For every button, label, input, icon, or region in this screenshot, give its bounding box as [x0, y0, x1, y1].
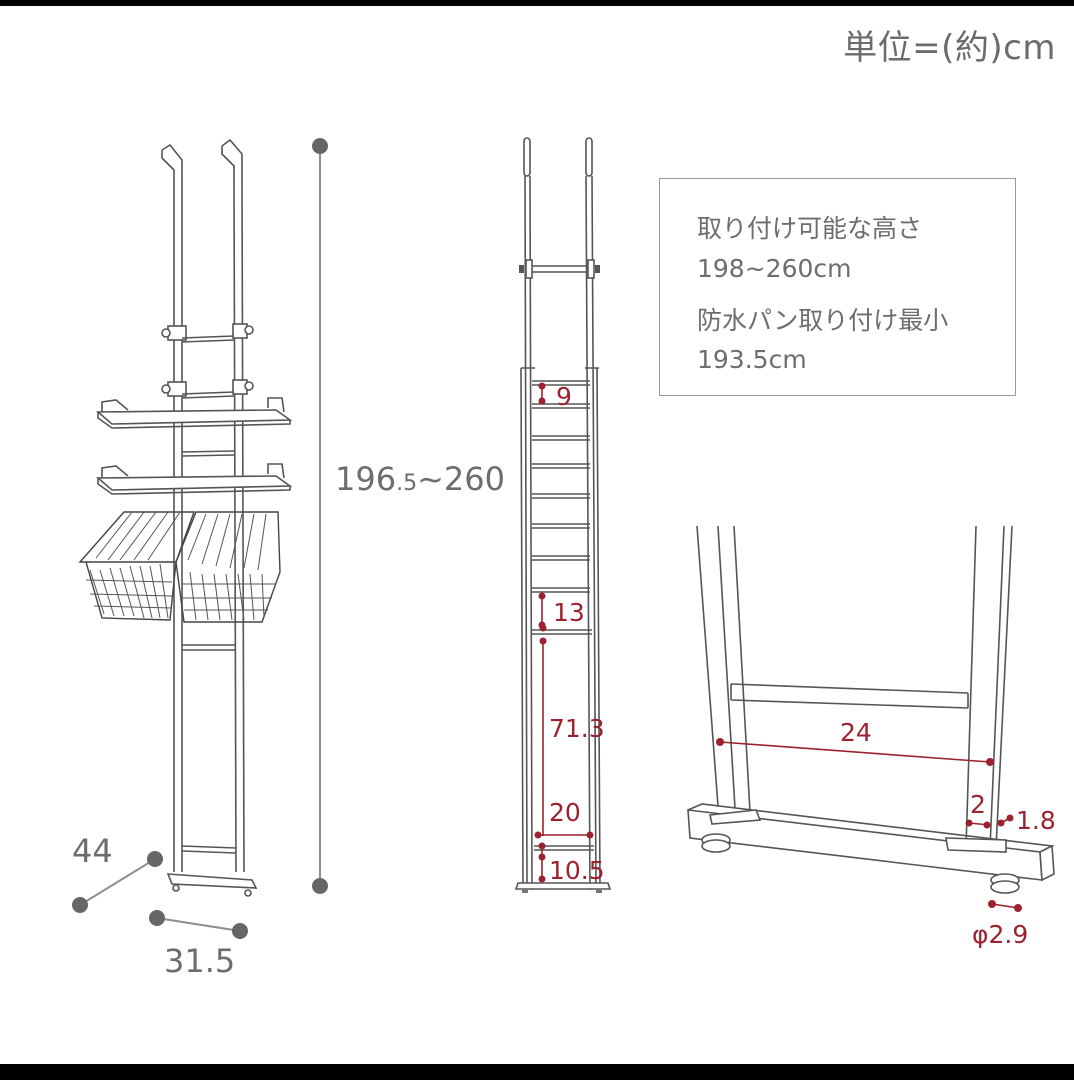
depth-label: 44 [72, 832, 113, 870]
note-installable-height-label: 取り付け可能な高さ [697, 214, 923, 243]
inner-width-label: 24 [840, 718, 872, 747]
note-waterproof-pan-label: 防水パン取り付け最小 [697, 306, 949, 335]
foot-diameter-label: φ2.9 [972, 920, 1029, 949]
pole-width-label: 2 [970, 790, 986, 819]
base-detail-illustration [687, 525, 1055, 912]
diagram-canvas: 単位=(約)cm .la{fill:none;stroke:#555;strok… [0, 6, 1074, 1064]
height-main: 196 [335, 460, 397, 498]
note-installable-height-value: 198~260cm [697, 254, 852, 283]
overall-height-label: 196.5~260 [335, 460, 505, 498]
ladder-front-illustration [514, 137, 612, 893]
wire-baskets [78, 511, 281, 623]
line-art: .la{fill:none;stroke:#555;stroke-width:1… [72, 137, 1055, 939]
rack-overall-illustration [72, 138, 328, 939]
height-decimal: .5 [396, 471, 418, 496]
height-tail: ~260 [417, 460, 505, 498]
pole-depth-label: 1.8 [1016, 806, 1056, 835]
frame-width-label: 20 [549, 798, 581, 827]
rung-gap-lower-label: 13 [553, 598, 585, 627]
installation-height-note: 取り付け可能な高さ 198~260cm 防水パン取り付け最小 193.5cm [659, 178, 1016, 396]
rung-gap-top-label: 9 [556, 382, 572, 411]
width-label: 31.5 [164, 942, 236, 980]
unit-label: 単位=(約)cm [843, 28, 1056, 68]
bottom-gap-label: 10.5 [549, 856, 605, 885]
lower-span-label: 71.3 [549, 714, 605, 743]
note-waterproof-pan-value: 193.5cm [697, 345, 807, 374]
